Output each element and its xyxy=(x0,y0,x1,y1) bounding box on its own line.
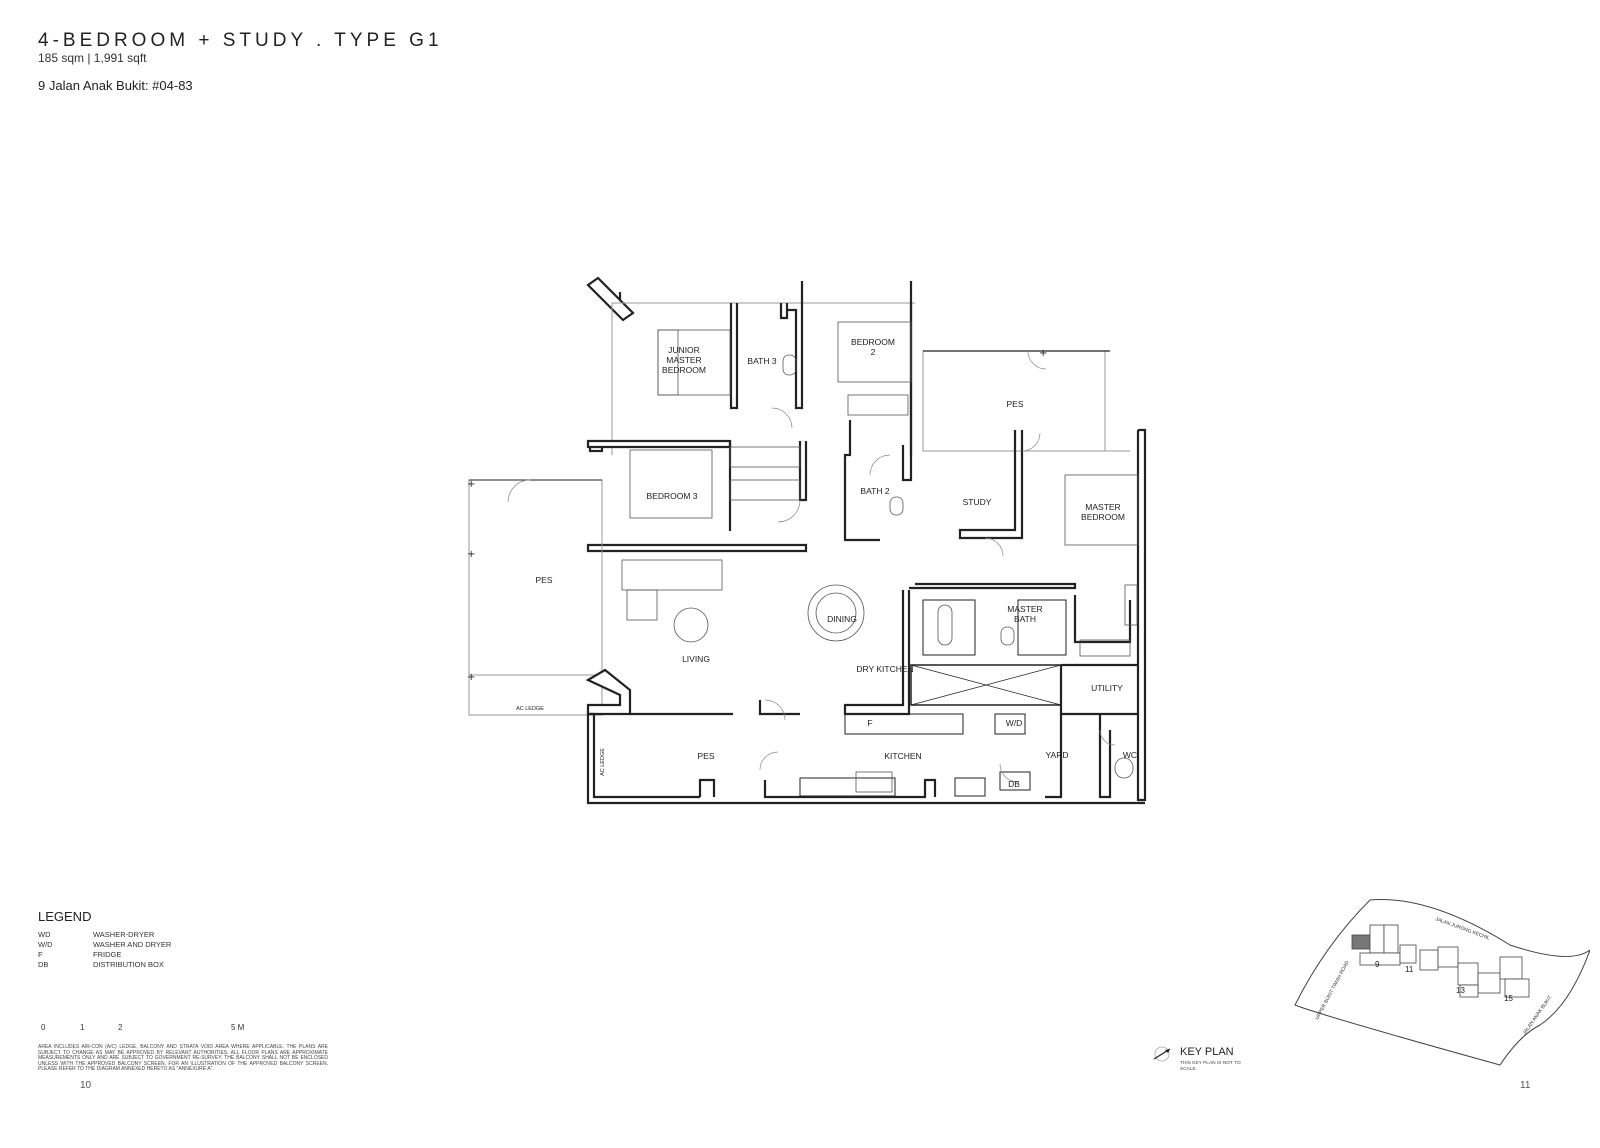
fixture-fridge-label: F xyxy=(867,718,872,728)
scale-tick-5m: 5 M xyxy=(231,1023,245,1032)
scale-tick-0: 0 xyxy=(41,1023,46,1032)
legend-desc: WASHER-DRYER xyxy=(93,930,155,939)
unit-address: 9 Jalan Anak Bukit: #04-83 xyxy=(38,78,193,93)
legend-row: WD WASHER-DRYER xyxy=(38,930,171,940)
room-master-bath-label-2: BATH xyxy=(1014,614,1036,624)
page-number-left: 10 xyxy=(80,1080,92,1091)
legend-row: W/D WASHER AND DRYER xyxy=(38,940,171,950)
legend-abbr: F xyxy=(38,950,43,959)
legend-row: F FRIDGE xyxy=(38,950,171,960)
room-dry-kitchen-label: DRY KITCHEN xyxy=(856,664,913,674)
legend-list: WD WASHER-DRYER W/D WASHER AND DRYER F F… xyxy=(38,930,171,970)
fixture-wd-label: W/D xyxy=(1006,718,1023,728)
room-study-label: STUDY xyxy=(963,497,992,507)
room-master-bath-label-1: MASTER xyxy=(1007,604,1042,614)
plan-area: 185 sqm | 1,991 sqft xyxy=(38,51,147,65)
highlight-block xyxy=(1351,934,1371,950)
room-wc-label: WC xyxy=(1123,750,1137,760)
key-plan-map: 9 11 13 15 JALAN JURONG KECHIL UPPER BUK… xyxy=(1294,899,1590,1066)
block-11-label: 11 xyxy=(1405,965,1414,974)
key-plan-note: This key plan is not to scale xyxy=(1180,1061,1241,1072)
plan-title: 4-BEDROOM + STUDY . TYPE G1 xyxy=(38,30,443,51)
room-kitchen-label: KITCHEN xyxy=(884,751,921,761)
room-master-bedroom-label-2: BEDROOM xyxy=(1081,512,1125,522)
room-living-label: LIVING xyxy=(682,654,710,664)
page-number-right: 11 xyxy=(1520,1080,1531,1091)
room-junior-master-label-1: JUNIOR xyxy=(668,345,700,355)
room-pes-bottom-label: PES xyxy=(697,751,714,761)
road-upper-bukit-timah-label: UPPER BUKIT TIMAH ROAD xyxy=(1314,960,1350,1021)
fixtures xyxy=(621,321,1139,793)
room-junior-master-label-2: MASTER xyxy=(666,355,701,365)
fixture-db-label: DB xyxy=(1008,779,1020,789)
legend-desc: FRIDGE xyxy=(93,950,122,959)
legend-desc: WASHER AND DRYER xyxy=(93,940,172,949)
legend-title: LEGEND xyxy=(38,909,92,924)
room-utility-label: UTILITY xyxy=(1091,683,1123,693)
room-bedroom3-label: BEDROOM 3 xyxy=(646,491,697,501)
legend-abbr: DB xyxy=(38,960,49,969)
room-junior-master-label-3: BEDROOM xyxy=(662,365,706,375)
scale-tick-1: 1 xyxy=(80,1023,85,1032)
room-dining-label: DINING xyxy=(827,614,857,624)
site-boundary xyxy=(1294,899,1590,1066)
block-13-label: 13 xyxy=(1456,986,1465,995)
block-9-label: 9 xyxy=(1375,960,1380,969)
room-bedroom2-label-1: BEDROOM xyxy=(851,337,895,347)
legend-abbr: W/D xyxy=(38,940,53,949)
room-ac-ledge-left-label: AC LEDGE xyxy=(516,706,544,712)
svg-text:+: + xyxy=(467,672,475,683)
key-plan-label: KEY PLAN xyxy=(1180,1046,1234,1058)
svg-text:+: + xyxy=(467,549,475,560)
building-blocks xyxy=(1351,924,1530,998)
room-pes-top-label: PES xyxy=(1006,399,1023,409)
room-master-bedroom-label-1: MASTER xyxy=(1085,502,1120,512)
scale-tick-2: 2 xyxy=(118,1023,123,1032)
legend-desc: DISTRIBUTION BOX xyxy=(93,960,164,969)
room-bedroom2-label-2: 2 xyxy=(871,347,876,357)
svg-text:+: + xyxy=(467,479,475,490)
svg-text:+: + xyxy=(1039,348,1047,359)
markers: + + + + xyxy=(467,348,1047,683)
walls xyxy=(468,276,1147,805)
room-yard-label: YARD xyxy=(1046,750,1069,760)
north-arrow-icon xyxy=(1153,1046,1171,1062)
room-ac-ledge-bottom-label: AC LEDGE xyxy=(600,748,606,776)
legend-abbr: WD xyxy=(38,930,51,939)
road-anak-bukit-label: JALAN ANAK BUKIT xyxy=(1522,995,1554,1036)
doors xyxy=(507,350,1116,783)
room-bath2-label: BATH 2 xyxy=(860,486,889,496)
disclaimer-text: Area includes air-con (a/c) ledge, balco… xyxy=(38,1044,328,1073)
room-pes-left-label: PES xyxy=(535,575,552,585)
legend-row: DB DISTRIBUTION BOX xyxy=(38,960,171,970)
block-15-label: 15 xyxy=(1504,994,1513,1003)
room-bath3-label: BATH 3 xyxy=(747,356,776,366)
